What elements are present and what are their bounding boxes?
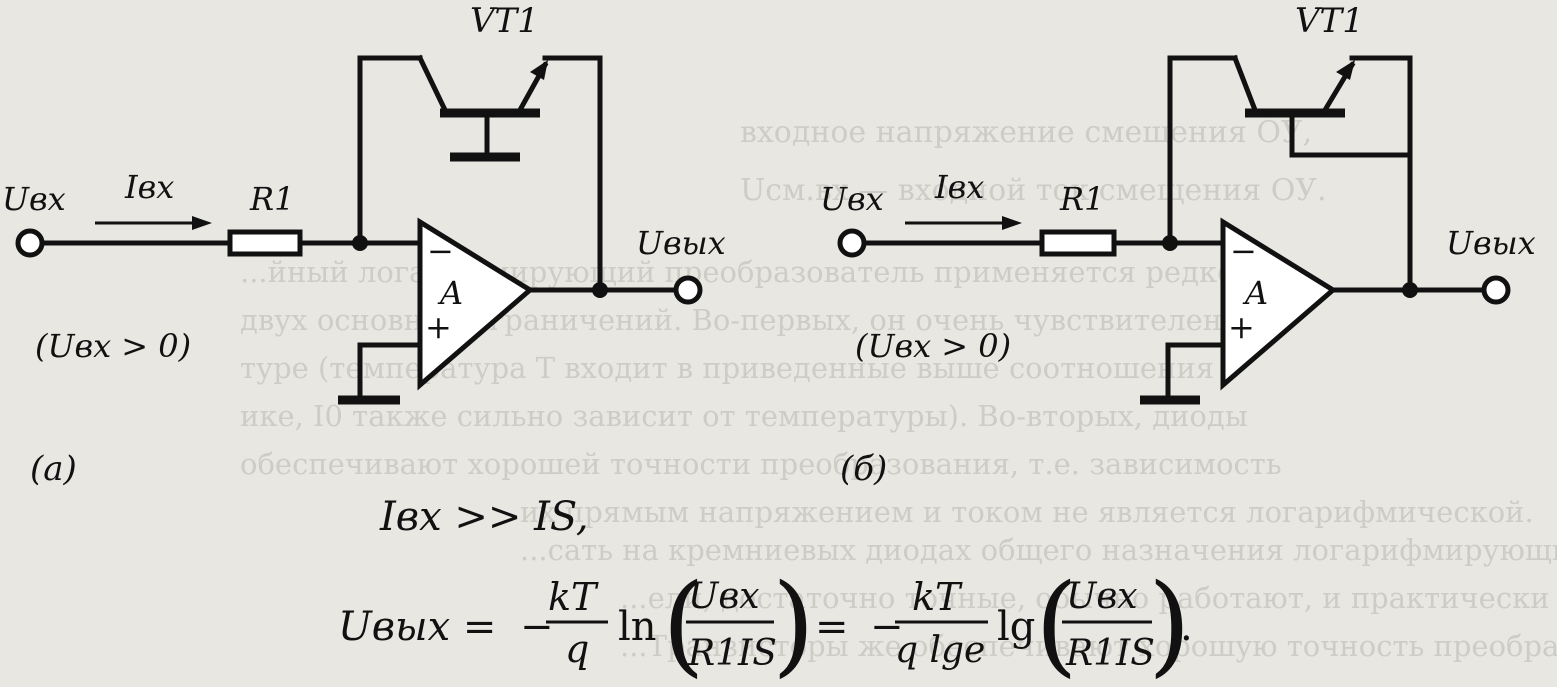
output-lhs: Uвых = [338,604,496,650]
period: . [1180,604,1193,650]
collector-lead [1231,54,1259,114]
fraction-q-lge: q lge [895,630,985,671]
condition-label: (Uвх > 0) [855,327,1011,365]
opamp-label: A [437,274,463,312]
transistor-vt1 [416,54,603,162]
output-node [592,282,608,298]
bleed-line: ...сать на кремниевых диодах общего назн… [520,533,1557,567]
bleed-line: ике, I0 также сильно зависит от температ… [240,399,1248,433]
input-voltage-label: Uвх [820,180,884,218]
emitter-arrow [530,60,548,80]
current-arrowhead [1002,216,1022,230]
output-node [1402,282,1418,298]
bleed-line: ...Транзисторы же обеспечивают хорошую т… [620,629,1557,663]
minus-sign: − [870,604,904,650]
opamp-minus-label: − [427,232,454,270]
input-current-label: Iвх [934,168,984,206]
bleed-line: ...ели, достаточно точные, обычно работа… [620,581,1557,615]
output-voltage-label: Uвых [1446,224,1536,262]
equals-sign: = [815,604,849,650]
background-bleed-text: входное напряжение смещения ОУ, Uсм.вх —… [240,115,1557,663]
condition-formula: Iвх >> IS, [379,494,589,540]
ratio-denominator: R1IS [687,633,777,674]
ratio-numerator: Uвх [1066,576,1138,617]
bleed-line: их прямым напряжением и током не являетс… [520,495,1534,529]
fraction-kt: kT [912,575,963,619]
right-paren: ) [772,560,815,687]
collector-lead [416,54,449,114]
bleed-line: входное напряжение смещения ОУ, [740,115,1312,150]
output-terminal [1481,275,1511,305]
condition-label: (Uвх > 0) [35,327,191,365]
ln-label: ln [618,604,657,650]
circuit-a: VT1 Uвх Iвх R1 Uвых A − + (Uвх > 0) (а) [2,1,726,489]
opamp-label: A [1242,274,1268,312]
bleed-line: туре (температура T входит в приведенные… [240,351,1240,385]
resistor-r1 [1039,229,1117,257]
output-voltage-label: Uвых [636,224,726,262]
right-paren: ) [1148,560,1191,687]
output-terminal [673,275,703,305]
transistor-label: VT1 [1295,1,1364,41]
bleed-line: обеспечивают хорошей точности преобразов… [240,447,1282,481]
opamp-minus-label: − [1230,232,1257,270]
opamp-plus-label: + [1228,308,1255,346]
fraction-kt: kT [548,575,599,619]
minus-sign: − [520,604,554,650]
transistor-label: VT1 [470,1,539,41]
ratio-numerator: Uвх [688,576,760,617]
emitter-arrow [1336,60,1355,80]
circuit-b: VT1 Uвх Iвх R1 Uвых A − + (Uвх > 0) (б) [820,1,1536,489]
current-arrowhead [192,216,212,230]
input-voltage-label: Uвх [2,180,66,218]
input-current-label: Iвх [124,168,174,206]
caption-b: (б) [840,449,887,489]
input-terminal [837,228,867,258]
fraction-q: q [565,627,589,671]
opamp-plus-label: + [425,308,452,346]
ratio-denominator: R1IS [1065,633,1155,674]
opamp-triangle [417,217,535,391]
opamp-triangle [1220,217,1338,391]
bleed-line: ...йный логарифмирующий преобразователь … [240,255,1235,289]
bleed-line: Uсм.вх — входной ток смещения ОУ. [740,173,1327,208]
lg-label: lg [997,604,1035,650]
caption-a: (а) [30,449,77,489]
transistor-vt1 [1231,54,1413,158]
bleed-line: двух основных ограничений. Во-первых, он… [240,303,1249,337]
input-terminal [15,228,45,258]
resistor-r1 [227,229,303,257]
resistor-label: R1 [1059,180,1104,218]
formula-block: Iвх >> IS, Uвых = − kT q ln ( Uвх R1IS )… [338,494,1193,687]
resistor-label: R1 [249,180,294,218]
